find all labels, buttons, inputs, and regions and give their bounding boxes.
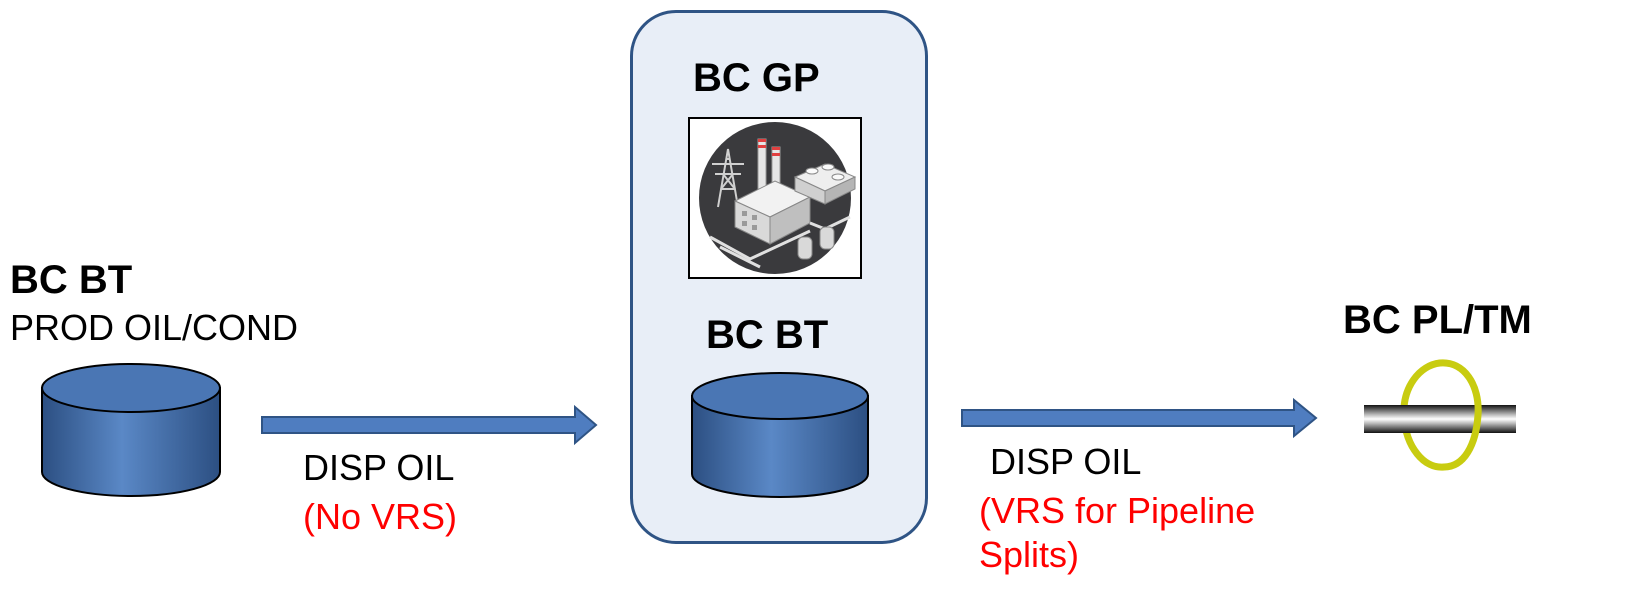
arrow-1 [261, 404, 598, 446]
gas-plant-icon [688, 117, 862, 279]
left-title: BC BT [10, 258, 133, 302]
center-top-title: BC GP [693, 56, 820, 100]
center-tank-icon [691, 372, 869, 498]
pipeline-meter-icon [1364, 359, 1516, 471]
left-tank-icon [41, 363, 221, 497]
arrow-2-label: DISP OIL [990, 441, 1142, 482]
arrow-1-note: (No VRS) [303, 496, 458, 537]
arrow-2 [961, 397, 1318, 439]
left-subtitle: PROD OIL/COND [10, 307, 299, 348]
arrow-2-note: (VRS for Pipeline Splits) [979, 490, 1256, 575]
center-bottom-title: BC BT [706, 313, 829, 357]
arrow-1-label: DISP OIL [303, 447, 455, 488]
right-title: BC PL/TM [1343, 298, 1532, 342]
